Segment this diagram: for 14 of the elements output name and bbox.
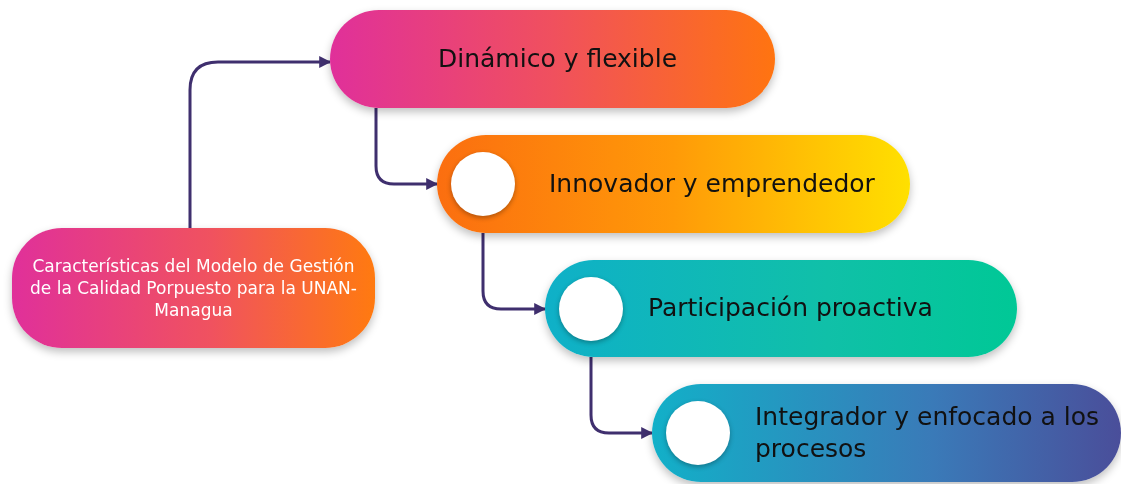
connector-arrow: [481, 233, 547, 315]
node-label: Características del Modelo de Gestión de la Calidad Porpuesto para la UNAN-Managua: [29, 254, 358, 322]
connector-arrow: [188, 56, 332, 228]
node-label: Participación proactiva: [648, 292, 933, 325]
rounded-pill-box: [12, 228, 375, 348]
rounded-pill-box: [330, 10, 775, 108]
node-label: Dinámico y flexible: [438, 42, 677, 75]
rounded-pill-box: [652, 384, 1121, 482]
connector-arrow: [589, 357, 654, 439]
rounded-pill-box: [545, 260, 1017, 357]
rounded-pill-box: [437, 135, 910, 233]
connector-arrow: [374, 108, 439, 190]
node-label: Integrador y enfocado a los procesos: [755, 400, 1101, 465]
node-label: Innovador y emprendedor: [549, 167, 875, 200]
